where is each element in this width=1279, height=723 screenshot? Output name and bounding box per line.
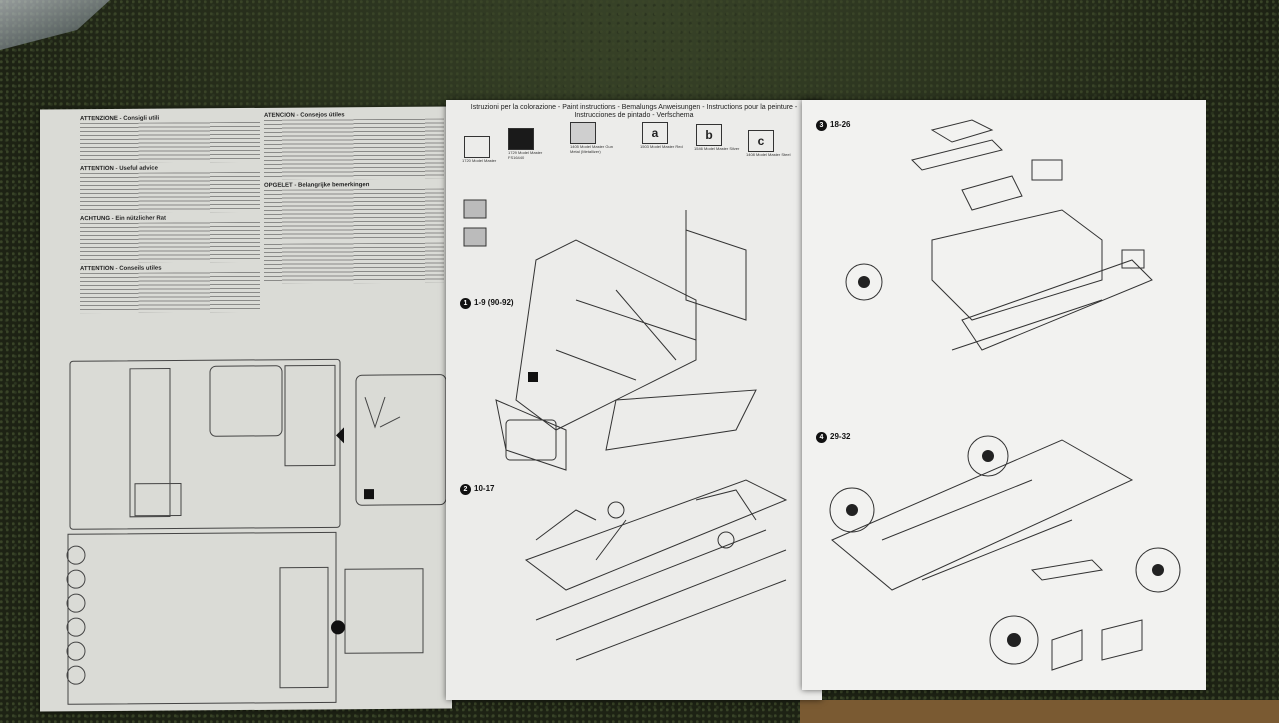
paint-swatch xyxy=(508,128,534,150)
paint-swatch xyxy=(464,136,490,158)
wooden-table-edge xyxy=(800,700,1279,723)
paint-swatch-label: 1405 Model Master Gun Metal (Metallizer) xyxy=(570,144,613,154)
step-parts: 10-17 xyxy=(474,484,495,493)
paint-swatch: a xyxy=(642,122,668,144)
step-parts: 29-32 xyxy=(830,432,851,441)
paint-swatch-label: 1408 Model Master Steel xyxy=(746,152,791,157)
paint-swatch-label: 1546 Model Master Silver xyxy=(694,146,740,151)
assembly-diagram-steps-1-2 xyxy=(463,199,788,661)
step-number: 1 xyxy=(460,298,471,309)
paint-swatch-label: 1720 Model Master xyxy=(462,158,497,163)
step-parts: 1-9 (90-92) xyxy=(474,298,514,307)
sprue-diagrams xyxy=(66,358,447,705)
step-number: 4 xyxy=(816,432,827,443)
paint-swatch-label: 1729 Model Master FS16440 xyxy=(508,150,543,160)
instruction-page-left: ATTENZIONE - Consigli utili ATTENTION - … xyxy=(40,106,452,712)
paint-swatch: c xyxy=(748,130,774,152)
assembly-diagram-steps-3-4 xyxy=(829,119,1181,671)
step-number: 3 xyxy=(816,120,827,131)
instruction-page-middle: Istruzioni per la colorazione - Paint in… xyxy=(446,100,822,700)
paint-swatch xyxy=(570,122,596,144)
paint-instructions-title: Istruzioni per la colorazione - Paint in… xyxy=(470,104,798,119)
paint-swatch: b xyxy=(696,124,722,146)
step-number: 2 xyxy=(460,484,471,495)
paint-swatch-label: 1503 Model Master Red xyxy=(640,144,683,149)
step-parts: 18-26 xyxy=(830,120,851,129)
